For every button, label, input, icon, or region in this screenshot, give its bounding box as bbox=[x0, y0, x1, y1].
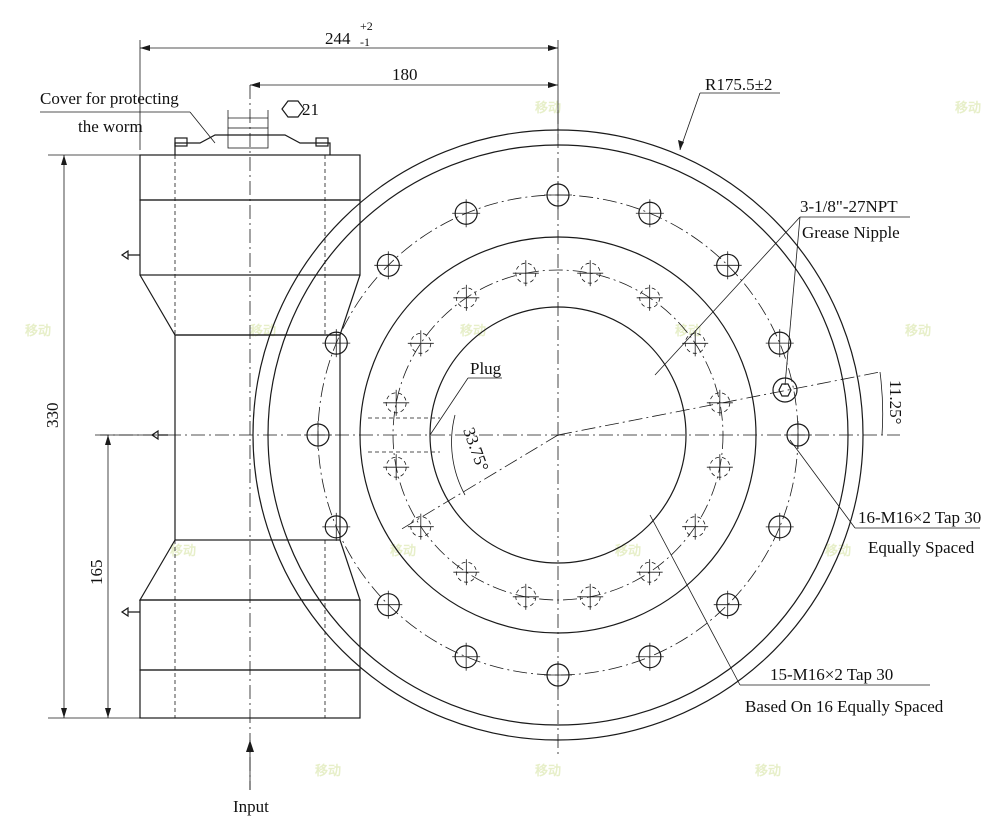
watermark: 移动 bbox=[535, 100, 561, 116]
dim-244-tol-upper: +2 bbox=[360, 19, 373, 33]
hex-icon bbox=[281, 100, 305, 118]
dim-330-label: 330 bbox=[43, 403, 62, 429]
leader-line bbox=[654, 216, 801, 376]
arrow-icon bbox=[548, 82, 558, 88]
angle-large-label: 33.75° bbox=[459, 425, 492, 474]
arrow-icon bbox=[250, 82, 260, 88]
hex-icon bbox=[778, 383, 792, 397]
arrow-icon bbox=[61, 708, 67, 718]
dim-180-label: 180 bbox=[392, 65, 418, 84]
arrow-icon bbox=[678, 140, 684, 150]
leader-line bbox=[789, 439, 856, 529]
watermark: 移动 bbox=[675, 323, 701, 339]
radius-label: R175.5±2 bbox=[705, 75, 772, 94]
arrow-icon bbox=[548, 45, 558, 51]
annotations: Cover for protecting the worm R175.5±2 3… bbox=[40, 75, 981, 816]
watermark: 移动 bbox=[170, 543, 196, 559]
watermark: 移动 bbox=[460, 323, 486, 339]
leader-line bbox=[429, 377, 469, 436]
watermark: 移动 bbox=[535, 763, 561, 779]
leader-line bbox=[679, 92, 701, 151]
outer-hole-group bbox=[304, 181, 812, 689]
arrow-icon bbox=[105, 435, 111, 445]
arrow-icon bbox=[140, 45, 150, 51]
hex-size-label: 21 bbox=[302, 100, 319, 119]
input-label: Input bbox=[233, 797, 269, 816]
grease-nipple-icon bbox=[120, 249, 140, 261]
grease-nipple-icon bbox=[772, 377, 798, 403]
arrow-icon bbox=[105, 708, 111, 718]
watermark: 移动 bbox=[905, 323, 931, 339]
watermark: 移动 bbox=[955, 100, 981, 116]
cover-bolt bbox=[174, 137, 188, 147]
grease-nipple-icon bbox=[120, 606, 140, 618]
plug-label: Plug bbox=[470, 359, 502, 378]
neck-section bbox=[174, 334, 341, 541]
angle-small-label: 11.25° bbox=[886, 380, 905, 424]
arrow-icon bbox=[246, 740, 254, 752]
angle-arc bbox=[451, 414, 466, 496]
watermark: 移动 bbox=[615, 543, 641, 559]
watermark: 移动 bbox=[755, 763, 781, 779]
watermark: 移动 bbox=[390, 543, 416, 559]
dim-165-label: 165 bbox=[87, 560, 106, 586]
dim-244-label: 244 bbox=[325, 29, 351, 48]
cover-cap bbox=[227, 127, 269, 149]
cover-label-line1: Cover for protecting bbox=[40, 89, 179, 108]
arrow-icon bbox=[61, 155, 67, 165]
watermark: 移动 bbox=[315, 763, 341, 779]
tap15-label-line1: 15-M16×2 Tap 30 bbox=[770, 665, 893, 684]
grease-nipple-icon bbox=[150, 429, 168, 441]
grease-label-line2: Grease Nipple bbox=[802, 223, 900, 242]
angle-line bbox=[399, 434, 559, 531]
angle-arc bbox=[879, 371, 884, 436]
watermark: 移动 bbox=[250, 323, 276, 339]
tap16-label-line2: Equally Spaced bbox=[868, 538, 975, 557]
worm-housing: 21 bbox=[120, 85, 361, 790]
tap16-label-line1: 16-M16×2 Tap 30 bbox=[858, 508, 981, 527]
slewing-ring bbox=[95, 110, 900, 755]
dimension-lines: 244 +2 -1 180 330 165 bbox=[43, 19, 559, 719]
cover-bolt bbox=[315, 137, 329, 147]
grease-label-line1: 3-1/8"-27NPT bbox=[800, 197, 898, 216]
worm-cover bbox=[174, 134, 331, 155]
leader-line bbox=[784, 216, 801, 386]
angle-line bbox=[557, 371, 881, 436]
watermark: 移动 bbox=[825, 543, 851, 559]
dim-244-tol-lower: -1 bbox=[360, 35, 370, 49]
tap15-label-line2: Based On 16 Equally Spaced bbox=[745, 697, 944, 716]
inner-hole-group bbox=[383, 260, 733, 610]
leader-line bbox=[649, 514, 741, 686]
cover-label-line2: the worm bbox=[78, 117, 143, 136]
leader-line bbox=[189, 111, 216, 144]
watermark-layer: 移动 移动 移动 移动 移动 移动 移动 移动 移动 移动 移动 移动 移动 移… bbox=[25, 100, 981, 779]
watermark: 移动 bbox=[25, 323, 51, 339]
